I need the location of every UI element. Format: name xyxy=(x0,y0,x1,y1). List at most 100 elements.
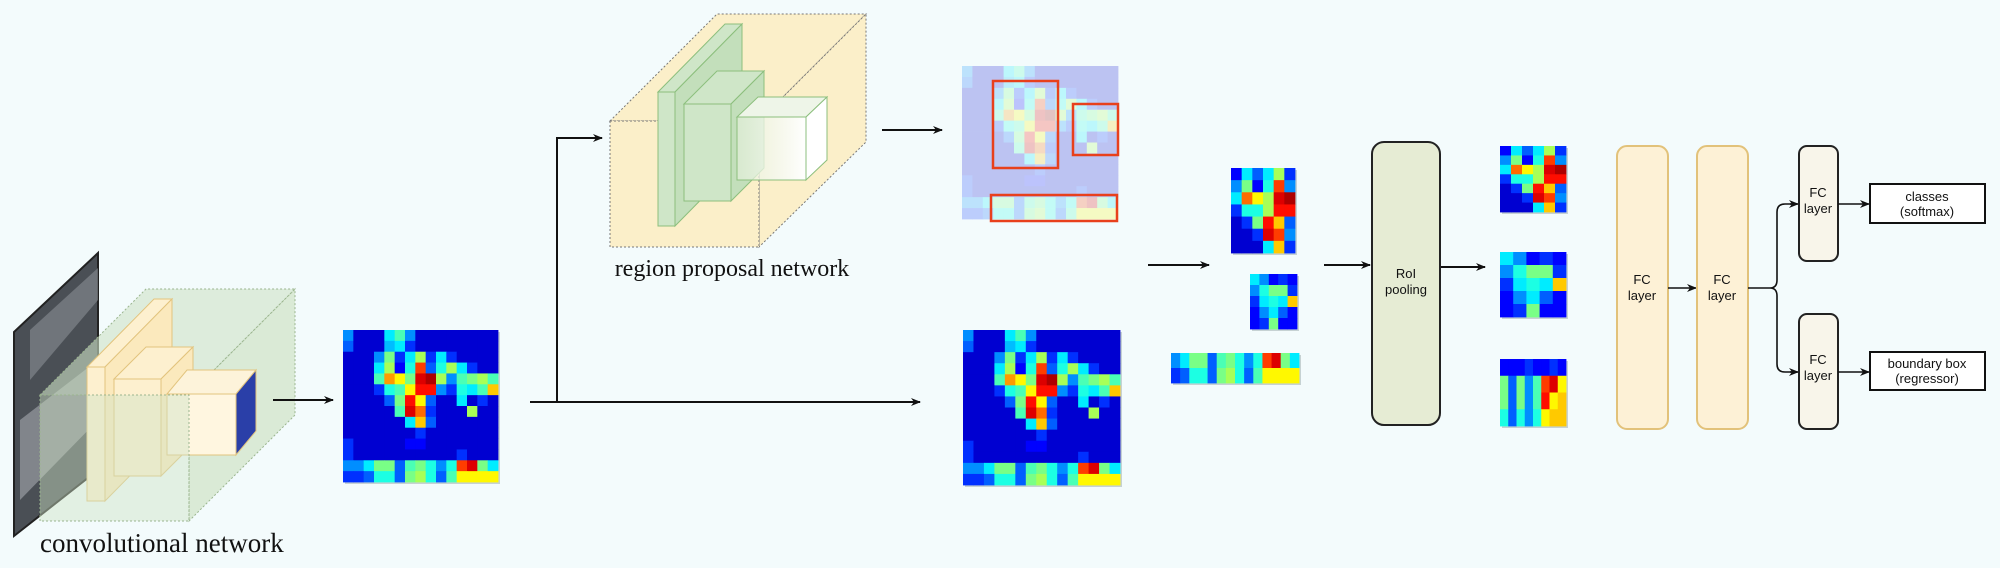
heatmap-cell xyxy=(1086,76,1098,89)
heatmap-cell xyxy=(973,363,985,375)
heatmap-cell xyxy=(467,384,478,396)
heatmap-cell xyxy=(1003,66,1015,78)
heatmap-cell xyxy=(487,460,499,472)
heatmap-cell xyxy=(1045,197,1056,209)
heatmap-cell xyxy=(1034,153,1046,165)
heatmap-cell xyxy=(415,362,427,374)
heatmap-cell xyxy=(1097,131,1108,143)
heatmap-cell xyxy=(1004,451,1016,464)
heatmap-cell xyxy=(962,197,973,209)
heatmap-cell xyxy=(993,109,1004,122)
heatmap-cell xyxy=(1014,153,1025,165)
heatmap-cell xyxy=(446,427,458,439)
heatmap-cell xyxy=(446,460,458,472)
heatmap-cell xyxy=(1107,66,1119,78)
heatmap-cell xyxy=(982,142,994,154)
heatmap-cell xyxy=(1099,451,1110,464)
heatmap-cell xyxy=(1557,409,1567,427)
heatmap-cell xyxy=(477,340,489,353)
heatmap-cell xyxy=(1099,330,1110,342)
heatmap-cell xyxy=(1539,265,1554,279)
heatmap-cell xyxy=(1045,98,1056,111)
heatmap-cell xyxy=(1004,462,1016,475)
heatmap-cell xyxy=(1024,153,1036,165)
heatmap-cell xyxy=(1284,168,1296,181)
heatmap-cell xyxy=(1024,175,1036,187)
heatmap-cell xyxy=(1107,153,1119,165)
rpn-label: region proposal network xyxy=(615,256,850,282)
heatmap-cell xyxy=(487,340,499,353)
heatmap-cell xyxy=(1273,240,1285,254)
heatmap-cell xyxy=(963,330,974,342)
heatmap-cell xyxy=(456,471,468,483)
heatmap-cell xyxy=(343,330,354,342)
heatmap-cell xyxy=(1097,197,1108,209)
fc-layer-bbox: FC layer xyxy=(1798,313,1839,430)
heatmap-cell xyxy=(1252,216,1264,230)
heatmap-cell xyxy=(962,186,973,198)
fc-label: FC xyxy=(1633,272,1650,287)
heatmap-cell xyxy=(477,351,489,363)
heatmap-cell xyxy=(394,471,406,483)
heatmap-cell xyxy=(1097,164,1108,176)
heatmap-cell xyxy=(1036,429,1048,442)
heatmap-cell xyxy=(1078,418,1089,431)
fc-label: FC xyxy=(1713,272,1730,287)
heatmap-cell xyxy=(1526,291,1540,305)
heatmap-cell xyxy=(446,471,458,483)
heatmap-cell xyxy=(983,407,995,419)
heatmap-cell xyxy=(1231,240,1243,254)
fc-label: layer xyxy=(1804,201,1833,216)
heatmap-cell xyxy=(1076,120,1088,132)
heatmap-cell xyxy=(994,429,1006,442)
heatmap-cell xyxy=(1109,407,1121,419)
heatmap-cell xyxy=(994,451,1006,464)
regressor-label: (regressor) xyxy=(1895,371,1959,386)
heatmap-cell xyxy=(962,66,973,78)
heatmap-cell xyxy=(1549,409,1559,427)
heatmap-cell xyxy=(1252,240,1264,254)
heatmap-cell xyxy=(963,352,974,364)
heatmap-cell xyxy=(1078,473,1089,486)
heatmap-cell xyxy=(1078,374,1089,386)
heatmap-cell xyxy=(394,373,406,385)
heatmap-cell xyxy=(1099,352,1110,364)
heatmap-cell xyxy=(1557,392,1567,410)
heatmap-cell xyxy=(405,449,416,461)
heatmap-cell xyxy=(456,406,468,418)
heatmap-cell xyxy=(1066,109,1077,122)
heatmap-cell xyxy=(343,351,354,363)
heatmap-cell xyxy=(343,449,354,461)
heatmap-cell xyxy=(963,374,974,386)
heatmap-cell xyxy=(1067,462,1079,475)
heatmap-cell xyxy=(983,451,995,464)
heatmap-cell xyxy=(1003,197,1015,209)
heatmap-cell xyxy=(1003,208,1015,220)
heatmap-cell xyxy=(1034,197,1046,209)
heatmap-cell xyxy=(467,406,478,418)
heatmap-cell xyxy=(405,471,416,483)
heatmap-cell xyxy=(363,330,375,342)
heatmap-cell xyxy=(1014,164,1025,176)
heatmap-cell xyxy=(363,416,375,429)
heatmap-cell xyxy=(962,131,973,143)
heatmap-cell xyxy=(1045,208,1056,220)
heatmap-cell xyxy=(1024,98,1036,111)
heatmap-cell xyxy=(415,460,427,472)
heatmap-cell xyxy=(983,363,995,375)
heatmap-cell xyxy=(1555,174,1567,185)
heatmap-cell xyxy=(1500,202,1512,213)
heatmap-cell xyxy=(487,373,499,385)
heatmap-cell xyxy=(1273,168,1285,181)
heatmap-cell xyxy=(1066,164,1077,176)
heatmap-cell xyxy=(1086,66,1098,78)
conv-box-front xyxy=(39,394,190,522)
heatmap-cell xyxy=(1086,197,1098,209)
heatmap-cell xyxy=(1544,164,1556,175)
heatmap-cell xyxy=(405,427,416,439)
fc-label: layer xyxy=(1804,368,1833,383)
heatmap-cell xyxy=(425,362,437,374)
heatmap-cell xyxy=(1067,473,1079,486)
heatmap-cell xyxy=(1241,216,1253,230)
heatmap-cell xyxy=(477,373,489,385)
